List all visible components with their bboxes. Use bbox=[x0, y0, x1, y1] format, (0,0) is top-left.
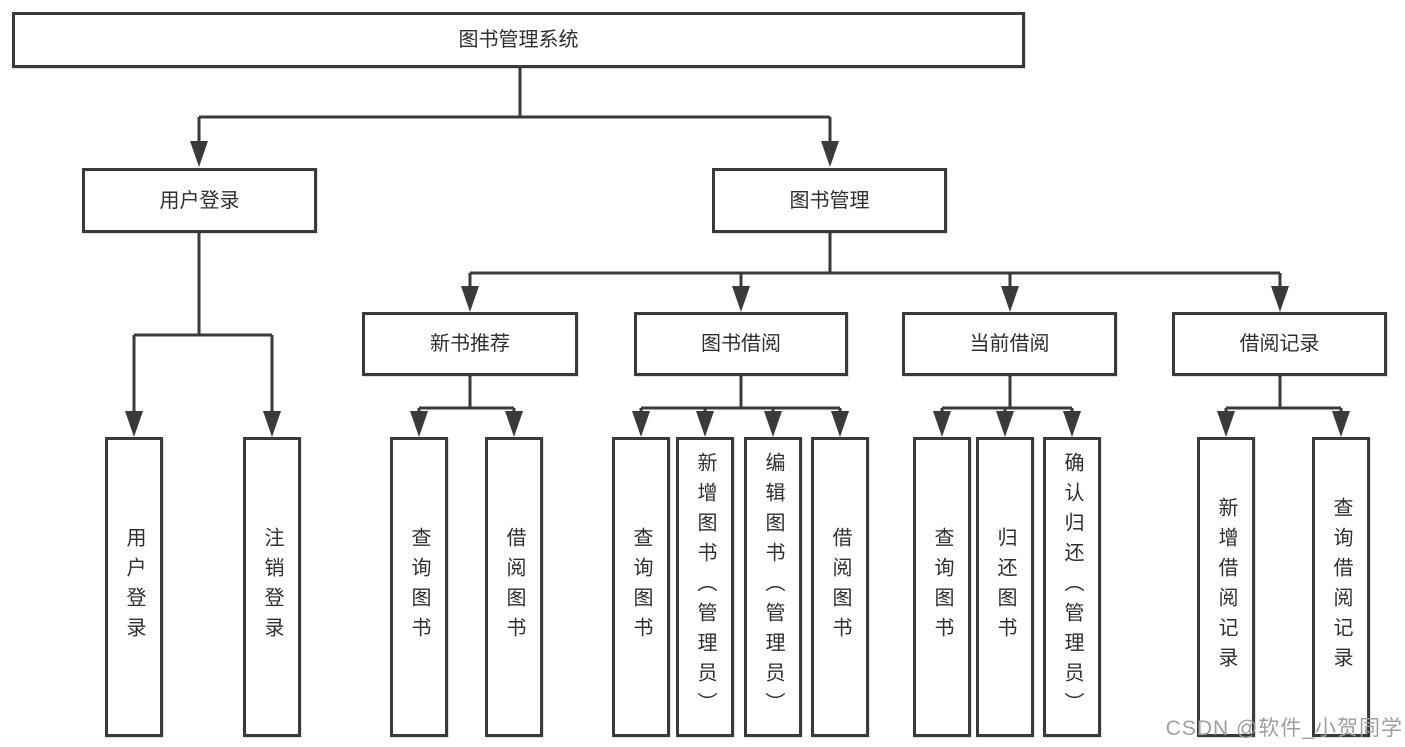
arrowhead bbox=[821, 141, 839, 167]
leaf-label: 借阅图书 bbox=[503, 527, 525, 647]
arrowhead bbox=[410, 411, 428, 437]
arrowhead bbox=[125, 411, 143, 437]
leaf-confirm-return-admin: 确认归还（管理员） bbox=[1043, 437, 1101, 737]
leaf-borrow-books-borrowing: 借阅图书 bbox=[811, 437, 869, 737]
node-current-borrowing: 当前借阅 bbox=[902, 312, 1117, 376]
arrowhead bbox=[1001, 286, 1019, 312]
leaf-label: 查询图书 bbox=[931, 527, 953, 647]
leaf-query-books-borrowing: 查询图书 bbox=[612, 437, 670, 737]
arrowhead bbox=[696, 411, 714, 437]
leaf-edit-books-admin: 编辑图书（管理员） bbox=[744, 437, 802, 737]
leaf-add-books-admin: 新增图书（管理员） bbox=[676, 437, 734, 737]
csdn-watermark: CSDN @软件_小贺同学 bbox=[1165, 717, 1403, 740]
node-label: 当前借阅 bbox=[969, 333, 1050, 355]
leaf-add-borrow-record: 新增借阅记录 bbox=[1197, 437, 1255, 737]
node-new-book-recommendation: 新书推荐 bbox=[362, 312, 578, 376]
leaf-label: 编辑图书（管理员） bbox=[762, 452, 784, 722]
node-label: 图书借阅 bbox=[701, 333, 781, 355]
leaf-label: 注销登录 bbox=[261, 527, 283, 647]
node-borrowing-records: 借阅记录 bbox=[1172, 312, 1387, 376]
arrowhead bbox=[933, 411, 951, 437]
arrowhead bbox=[1217, 411, 1235, 437]
leaf-label: 借阅图书 bbox=[829, 527, 851, 647]
arrowhead bbox=[190, 141, 208, 167]
leaf-borrow-books-recommend: 借阅图书 bbox=[485, 437, 543, 737]
node-library-management-system: 图书管理系统 bbox=[12, 12, 1025, 68]
leaf-label: 新增借阅记录 bbox=[1215, 497, 1237, 677]
arrowhead bbox=[732, 286, 750, 312]
leaf-query-borrow-record: 查询借阅记录 bbox=[1312, 437, 1370, 737]
leaf-label: 归还图书 bbox=[994, 527, 1016, 647]
leaf-label: 查询借阅记录 bbox=[1330, 497, 1352, 677]
node-label: 图书管理系统 bbox=[458, 29, 579, 51]
leaf-logout: 注销登录 bbox=[243, 437, 301, 737]
leaf-label: 查询图书 bbox=[630, 527, 652, 647]
leaf-label: 新增图书（管理员） bbox=[694, 452, 716, 722]
node-book-management: 图书管理 bbox=[712, 168, 947, 233]
node-label: 借阅记录 bbox=[1239, 333, 1320, 355]
node-user-login: 用户登录 bbox=[82, 168, 317, 233]
arrowhead bbox=[461, 286, 479, 312]
node-label: 新书推荐 bbox=[430, 333, 510, 355]
arrowhead bbox=[1271, 286, 1289, 312]
leaf-user-login: 用户登录 bbox=[105, 437, 163, 737]
node-label: 图书管理 bbox=[789, 189, 870, 212]
arrowhead bbox=[263, 411, 281, 437]
leaf-label: 确认归还（管理员） bbox=[1061, 452, 1083, 722]
leaf-query-books-current: 查询图书 bbox=[913, 437, 971, 737]
arrowhead bbox=[831, 411, 849, 437]
arrowhead bbox=[1332, 411, 1350, 437]
leaf-label: 用户登录 bbox=[123, 527, 145, 647]
node-label: 用户登录 bbox=[159, 189, 240, 212]
node-book-borrowing: 图书借阅 bbox=[634, 312, 848, 376]
arrowhead bbox=[505, 411, 523, 437]
leaf-label: 查询图书 bbox=[408, 527, 430, 647]
arrowhead bbox=[632, 411, 650, 437]
arrowhead bbox=[764, 411, 782, 437]
arrowhead bbox=[1063, 411, 1081, 437]
arrowhead bbox=[996, 411, 1014, 437]
leaf-return-books: 归还图书 bbox=[976, 437, 1034, 737]
leaf-query-books-recommend: 查询图书 bbox=[390, 437, 448, 737]
